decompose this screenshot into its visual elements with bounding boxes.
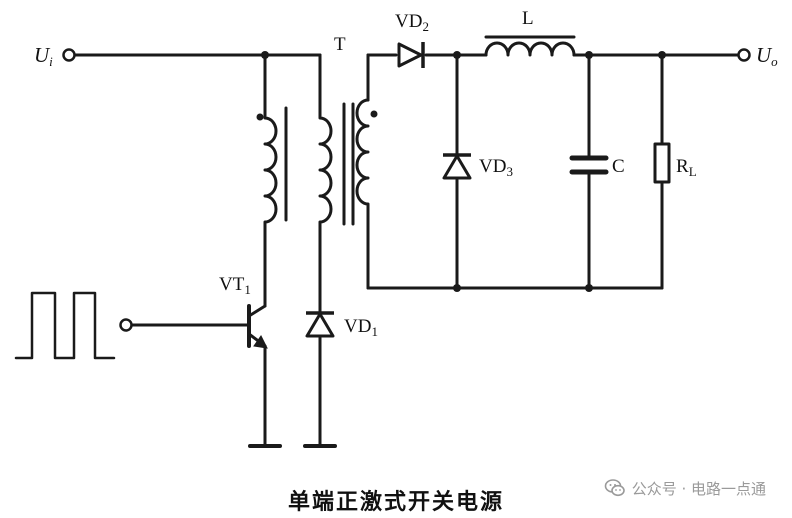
input-terminal <box>62 48 76 62</box>
primary-polarity-dot <box>256 113 264 121</box>
diagram-caption: 单端正激式开关电源 <box>287 490 504 515</box>
junction-node <box>585 284 593 292</box>
load-label: RL <box>676 156 697 179</box>
inductor-label: L <box>522 8 534 29</box>
junction-node <box>453 284 461 292</box>
vd2-label: VD2 <box>395 11 429 34</box>
transistor-label: VT1 <box>219 274 251 297</box>
load-resistor <box>653 142 671 184</box>
capacitor-label: C <box>612 156 625 177</box>
secondary-polarity-dot <box>370 110 378 118</box>
junction-node <box>585 51 593 59</box>
watermark: 公众号 · 电路一点通 <box>604 477 766 499</box>
watermark-text: 公众号 · 电路一点通 <box>631 479 766 498</box>
junction-node <box>261 51 269 59</box>
vd1-label: VD1 <box>344 316 378 339</box>
primary-winding <box>263 106 278 234</box>
square-wave-icon <box>14 291 116 360</box>
drive-terminal <box>119 318 133 332</box>
transistor-collector <box>247 304 267 318</box>
input-label: Ui <box>34 43 53 69</box>
inductor-coil <box>484 41 576 57</box>
vd3-diode <box>442 154 472 180</box>
output-terminal <box>737 48 751 62</box>
vd3-label: VD3 <box>479 156 513 179</box>
emitter-arrow <box>253 335 268 349</box>
vd1-diode <box>305 312 335 338</box>
vd2-diode <box>397 42 423 68</box>
junction-node <box>658 51 666 59</box>
transformer-label: T <box>334 34 346 55</box>
reset-winding <box>318 106 333 234</box>
secondary-winding <box>355 98 370 216</box>
output-label: Uo <box>756 43 778 69</box>
junction-node <box>453 51 461 59</box>
wechat-icon <box>604 479 625 497</box>
